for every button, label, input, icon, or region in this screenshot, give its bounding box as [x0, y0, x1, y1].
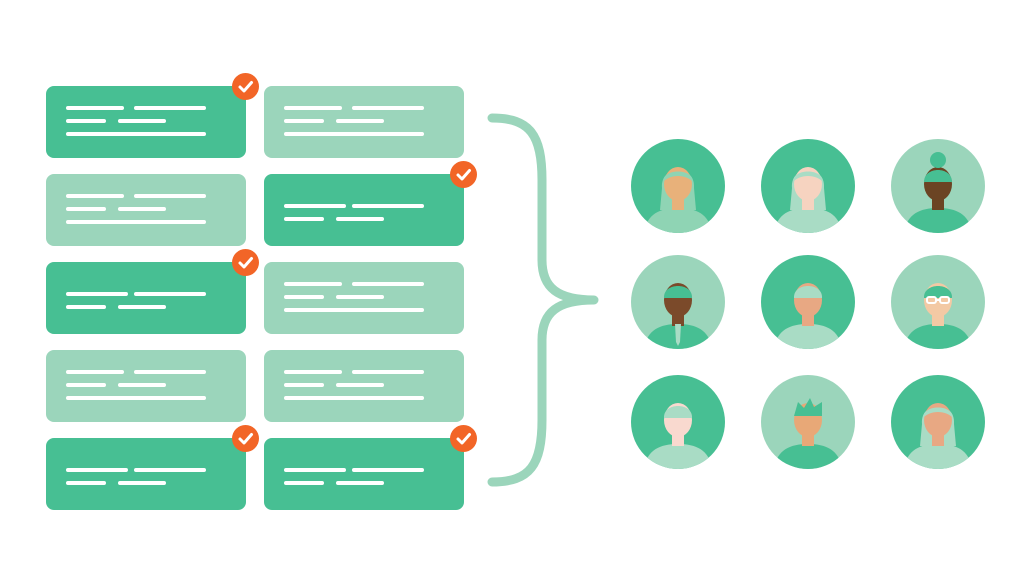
- text-line: [118, 119, 166, 123]
- document-card: [46, 174, 246, 246]
- selected-document-card: [264, 174, 464, 246]
- document-card: [264, 262, 464, 334]
- person-avatar-icon: [890, 138, 986, 234]
- text-line: [66, 383, 106, 387]
- text-line: [284, 396, 424, 400]
- checkmark-icon: [232, 425, 259, 452]
- text-line: [66, 305, 106, 309]
- text-line: [284, 132, 424, 136]
- document-card: [264, 350, 464, 422]
- text-line: [66, 370, 124, 374]
- text-line: [284, 106, 342, 110]
- text-line: [336, 295, 384, 299]
- text-line: [66, 132, 206, 136]
- person-avatar-icon: [760, 138, 856, 234]
- person-avatar-icon: [760, 254, 856, 350]
- selected-document-card: [46, 262, 246, 334]
- text-line: [66, 396, 206, 400]
- selected-document-card: [46, 86, 246, 158]
- text-line: [284, 295, 324, 299]
- person-avatar-icon: [630, 374, 726, 470]
- text-line: [336, 119, 384, 123]
- checkmark-icon: [232, 249, 259, 276]
- checkmark-icon: [232, 73, 259, 100]
- text-line: [284, 370, 342, 374]
- text-line: [352, 204, 424, 208]
- text-line: [284, 217, 324, 221]
- text-line: [284, 383, 324, 387]
- selected-document-card: [264, 438, 464, 510]
- text-line: [284, 282, 342, 286]
- text-line: [134, 106, 206, 110]
- document-card: [46, 350, 246, 422]
- text-line: [66, 292, 128, 296]
- text-line: [66, 106, 124, 110]
- text-line: [118, 481, 166, 485]
- text-line: [66, 119, 106, 123]
- checkmark-icon: [450, 425, 477, 452]
- text-line: [284, 119, 324, 123]
- text-line: [118, 383, 166, 387]
- document-card: [264, 86, 464, 158]
- text-line: [134, 194, 206, 198]
- text-line: [352, 106, 424, 110]
- text-line: [118, 207, 166, 211]
- text-line: [336, 481, 384, 485]
- text-line: [134, 468, 206, 472]
- text-line: [66, 481, 106, 485]
- text-line: [284, 481, 324, 485]
- text-line: [336, 383, 384, 387]
- person-avatar-icon: [890, 254, 986, 350]
- text-line: [284, 204, 346, 208]
- checkmark-icon: [450, 161, 477, 188]
- text-line: [66, 468, 128, 472]
- text-line: [352, 370, 424, 374]
- person-avatar-icon: [760, 374, 856, 470]
- text-line: [352, 282, 424, 286]
- text-line: [352, 468, 424, 472]
- text-line: [66, 220, 206, 224]
- text-line: [336, 217, 384, 221]
- person-avatar-icon: [630, 138, 726, 234]
- text-line: [118, 305, 166, 309]
- text-line: [66, 194, 124, 198]
- text-line: [66, 207, 106, 211]
- person-avatar-icon: [890, 374, 986, 470]
- text-line: [284, 308, 424, 312]
- text-line: [284, 468, 346, 472]
- text-line: [134, 292, 206, 296]
- curly-brace-icon: [487, 113, 599, 487]
- selected-document-card: [46, 438, 246, 510]
- text-line: [134, 370, 206, 374]
- person-avatar-icon: [630, 254, 726, 350]
